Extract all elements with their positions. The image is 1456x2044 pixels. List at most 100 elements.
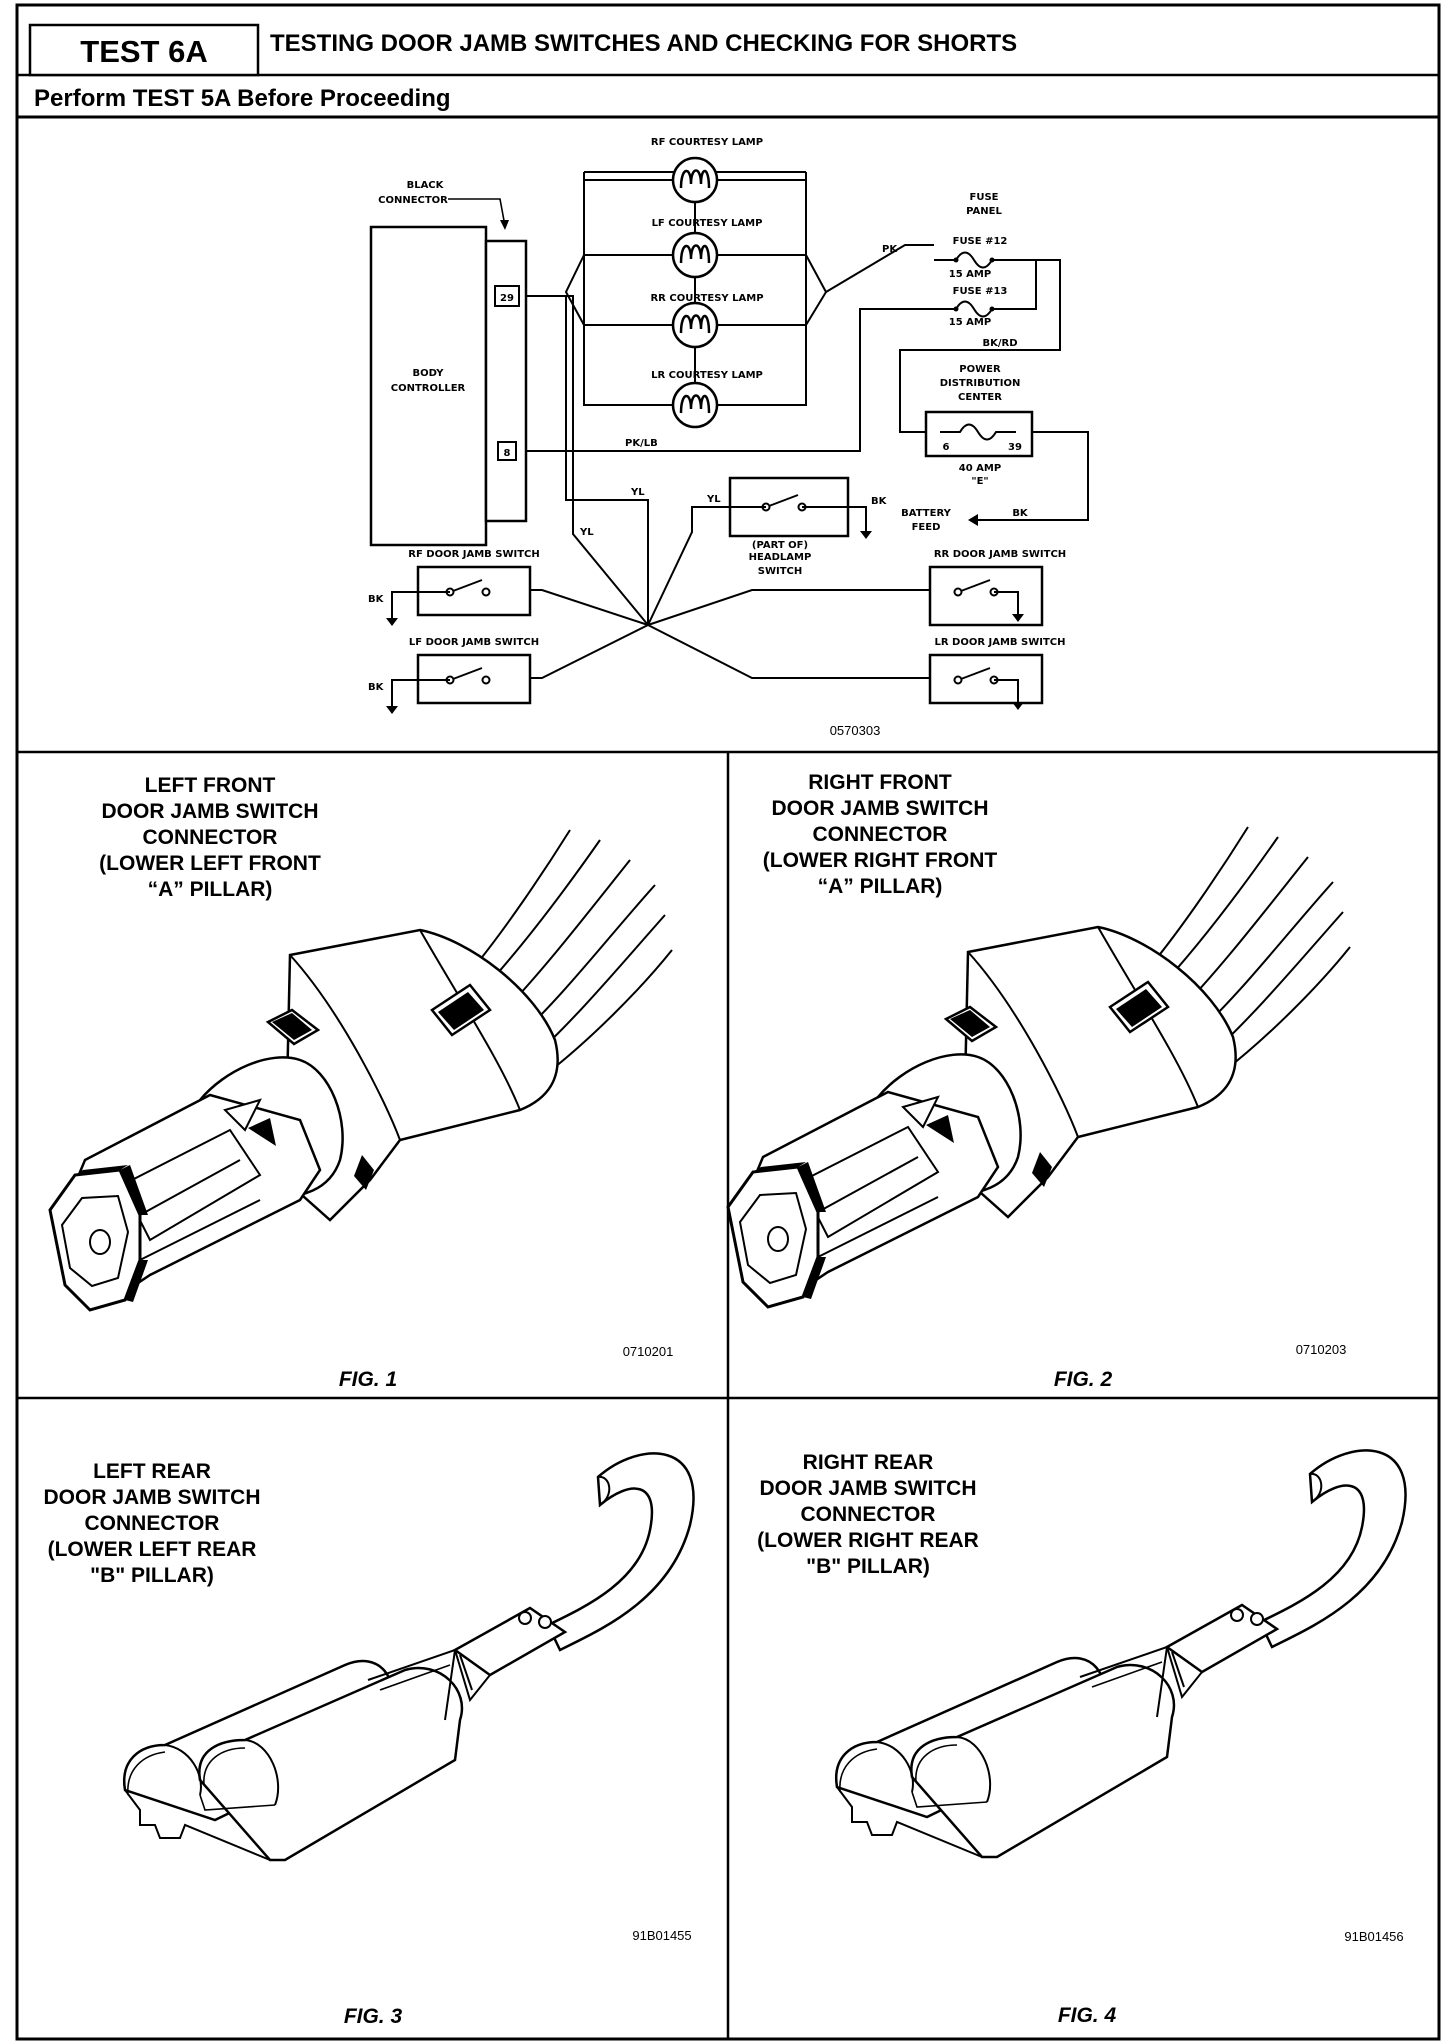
lr-switch-label: LR DOOR JAMB SWITCH xyxy=(934,637,1065,648)
bkrd-wire-label: BK/RD xyxy=(982,338,1017,349)
figure-4-panel: RIGHT REAR DOOR JAMB SWITCH CONNECTOR (L… xyxy=(757,1449,1407,2027)
fig1-label: FIG. 1 xyxy=(339,1368,397,1391)
pdc-fuse-id: "E" xyxy=(971,476,988,487)
black-connector-label-2: CONNECTOR xyxy=(378,195,448,206)
lr-courtesy-lamp xyxy=(671,381,719,429)
fig3-label: FIG. 3 xyxy=(344,2005,403,2028)
fig2-image-code: 0710203 xyxy=(1296,1342,1347,1357)
fig4-caption-line-1: RIGHT REAR xyxy=(803,1451,934,1474)
fig1-caption-line-4: (LOWER LEFT FRONT xyxy=(99,852,321,875)
yl-wire-headlamp xyxy=(647,506,766,626)
fuse-panel-label-2: PANEL xyxy=(966,206,1002,217)
diagram-image-code: 0570303 xyxy=(830,723,881,738)
battery-bk-label: BK xyxy=(1012,508,1029,519)
figure-2-caption: RIGHT FRONT DOOR JAMB SWITCH CONNECTOR (… xyxy=(763,771,998,898)
fuse-12-label: FUSE #12 xyxy=(953,236,1008,247)
headlamp-label-1: (PART OF) xyxy=(752,540,808,551)
fuse-panel: FUSE PANEL FUSE #12 15 AMP FUSE #13 15 A… xyxy=(899,192,1061,433)
black-connector xyxy=(484,239,528,523)
fig2-caption-line-3: CONNECTOR xyxy=(813,823,948,846)
lf-courtesy-label: LF COURTESY LAMP xyxy=(652,218,763,229)
yl-wire-label-3: YL xyxy=(706,494,721,505)
fig2-caption-line-2: DOOR JAMB SWITCH xyxy=(772,797,989,820)
fig2-label: FIG. 2 xyxy=(1054,1368,1113,1391)
lf-courtesy-lamp xyxy=(671,231,719,279)
pk-wire-label: PK xyxy=(882,244,898,255)
yl-wire-a xyxy=(565,296,649,625)
pdc-pin-39: 39 xyxy=(1008,442,1022,453)
figure-3-panel: LEFT REAR DOOR JAMB SWITCH CONNECTOR (LO… xyxy=(44,1452,695,2028)
pin-29-label: 29 xyxy=(500,293,514,304)
fig4-caption-line-5: "B" PILLAR) xyxy=(806,1555,930,1578)
headlamp-bk-label: BK xyxy=(871,496,888,507)
fig4-caption-line-3: CONNECTOR xyxy=(801,1503,936,1526)
pin-29-box xyxy=(494,285,520,307)
pdc-label-3: CENTER xyxy=(958,392,1002,403)
battery-label-1: BATTERY xyxy=(901,508,951,519)
figure-3-caption: LEFT REAR DOOR JAMB SWITCH CONNECTOR (LO… xyxy=(44,1460,261,1587)
battery-label-2: FEED xyxy=(912,522,941,533)
fig1-caption-line-2: DOOR JAMB SWITCH xyxy=(102,800,319,823)
pklb-wire xyxy=(526,308,934,452)
fig1-caption-line-3: CONNECTOR xyxy=(143,826,278,849)
fig4-label: FIG. 4 xyxy=(1058,2004,1117,2027)
figure-2-panel: RIGHT FRONT DOOR JAMB SWITCH CONNECTOR (… xyxy=(726,771,1351,1391)
fig2-caption-line-4: (LOWER RIGHT FRONT xyxy=(763,849,998,872)
lf-bk-label: BK xyxy=(368,682,385,693)
fig1-caption-line-1: LEFT FRONT xyxy=(145,774,276,797)
fig3-caption-line-3: CONNECTOR xyxy=(85,1512,220,1535)
fig2-caption-line-1: RIGHT FRONT xyxy=(808,771,952,794)
body-controller-label-2: CONTROLLER xyxy=(391,383,466,394)
fig1-image-code: 0710201 xyxy=(623,1344,674,1359)
body-controller xyxy=(369,225,488,547)
rr-connector-illustration xyxy=(834,1449,1407,1859)
pdc-pin-6: 6 xyxy=(943,442,950,453)
yl-wire-label-1: YL xyxy=(630,487,645,498)
fuse-12-symbol xyxy=(934,251,1012,269)
figure-1-panel: LEFT FRONT DOOR JAMB SWITCH CONNECTOR (L… xyxy=(48,774,674,1391)
fuse-12-amp: 15 AMP xyxy=(949,269,991,280)
fig4-caption-line-4: (LOWER RIGHT REAR xyxy=(757,1529,979,1552)
black-connector-label-1: BLACK xyxy=(407,180,445,191)
pk-wire xyxy=(825,244,934,293)
rr-door-jamb-switch: RR DOOR JAMB SWITCH xyxy=(928,549,1066,627)
fig1-caption-line-5: “A” PILLAR) xyxy=(148,878,273,901)
pin-8-label: 8 xyxy=(504,448,511,459)
pdc-label-2: DISTRIBUTION xyxy=(940,378,1021,389)
rf-switch-label: RF DOOR JAMB SWITCH xyxy=(408,549,540,560)
headlamp-label-2: HEADLAMP xyxy=(749,552,812,563)
fig4-image-code: 91B01456 xyxy=(1344,1929,1403,1944)
body-controller-label-1: BODY xyxy=(413,368,445,379)
fuse-13-amp: 15 AMP xyxy=(949,317,991,328)
pdc-label-1: POWER xyxy=(959,364,1001,375)
lf-connector-illustration xyxy=(48,829,673,1312)
wiring-diagram: 29 8 BODY CONTROLLER BLACK CONNECTOR xyxy=(368,137,1089,738)
fig3-caption-line-4: (LOWER LEFT REAR xyxy=(48,1538,257,1561)
fig4-caption-line-2: DOOR JAMB SWITCH xyxy=(760,1477,977,1500)
pin-8-box xyxy=(497,441,517,461)
rr-switch-label: RR DOOR JAMB SWITCH xyxy=(934,549,1066,560)
rf-connector-illustration xyxy=(726,826,1351,1309)
lf-door-jamb-switch: LF DOOR JAMB SWITCH BK xyxy=(368,637,539,715)
black-connector-leader xyxy=(448,198,506,227)
page-frame xyxy=(15,3,1441,2041)
pdc-amp: 40 AMP xyxy=(959,463,1001,474)
headlamp-switch: BK (PART OF) HEADLAMP SWITCH xyxy=(728,476,888,577)
lr-courtesy-label: LR COURTESY LAMP xyxy=(651,370,763,381)
rf-bk-label: BK xyxy=(368,594,385,605)
fig3-caption-line-2: DOOR JAMB SWITCH xyxy=(44,1486,261,1509)
rf-courtesy-label: RF COURTESY LAMP xyxy=(651,137,763,148)
fuse-panel-label-1: FUSE xyxy=(970,192,999,203)
test-id-box: TEST 6A xyxy=(28,23,260,77)
pklb-wire-label: PK/LB xyxy=(625,438,658,449)
lr-connector-illustration xyxy=(122,1452,695,1862)
rr-courtesy-lamp xyxy=(671,301,719,349)
headlamp-label-3: SWITCH xyxy=(758,566,802,577)
rf-courtesy-lamp xyxy=(671,156,719,204)
fig2-caption-line-5: “A” PILLAR) xyxy=(818,875,943,898)
lr-door-jamb-switch: LR DOOR JAMB SWITCH xyxy=(928,637,1066,711)
lf-switch-label: LF DOOR JAMB SWITCH xyxy=(409,637,539,648)
figure-4-caption: RIGHT REAR DOOR JAMB SWITCH CONNECTOR (L… xyxy=(757,1451,979,1578)
rf-door-jamb-switch: RF DOOR JAMB SWITCH BK xyxy=(368,549,540,627)
